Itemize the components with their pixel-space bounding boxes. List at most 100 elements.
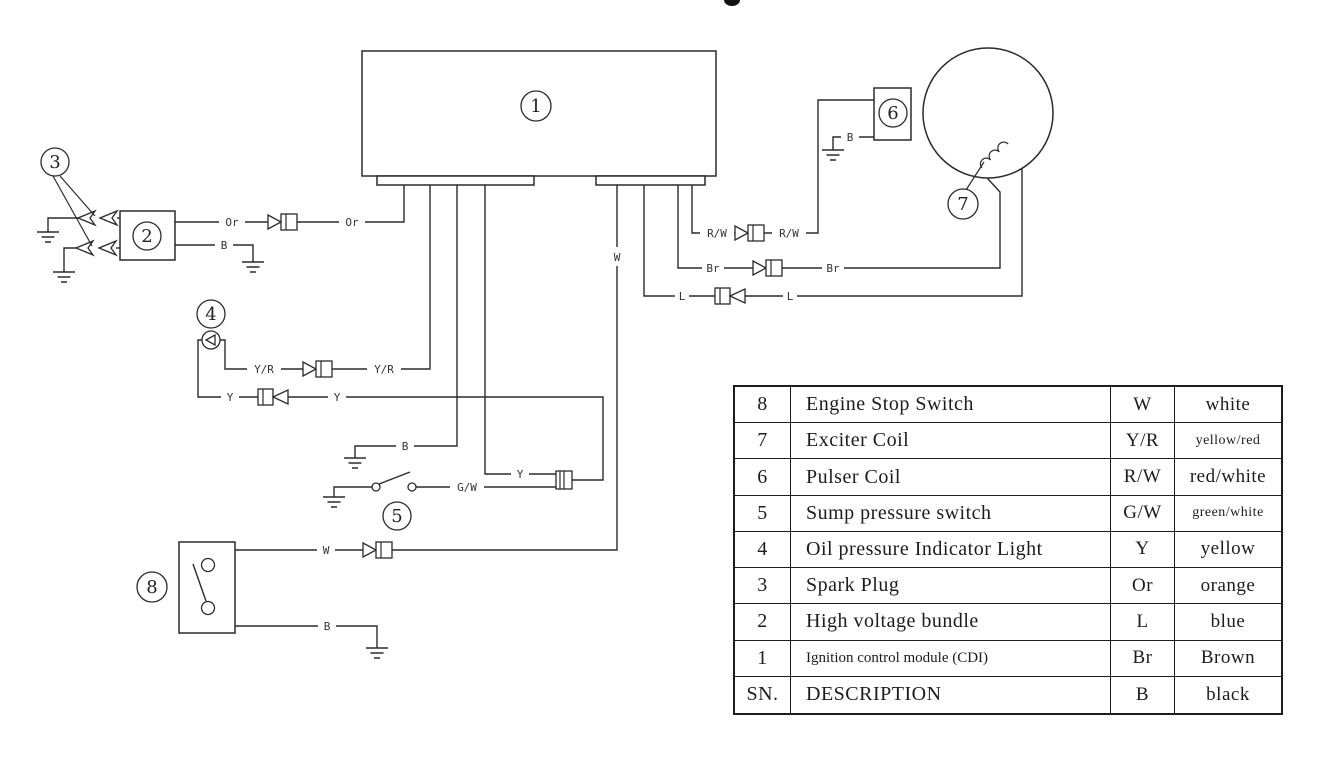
callout-3-pointers [52,175,96,247]
wire-label: G/W [457,481,477,494]
svg-text:3: 3 [49,152,60,173]
legend-description: Ignition control module (CDI) [791,640,1111,676]
bullet-connector-icon [362,541,393,559]
wire-b-cdi [354,185,458,458]
legend-sn: 1 [735,640,791,676]
switch-terminal [200,600,216,616]
callout-4: 4 [196,299,226,329]
wire-label: R/W [779,227,799,240]
legend-sn: 5 [735,495,791,531]
switch-blade [192,563,207,602]
spark-plug-arrow-icon [76,209,97,227]
wire-spark-1 [47,217,78,232]
legend-code: B [1111,676,1175,713]
bullet-connector-icon [752,259,783,277]
legend-row: 8 Engine Stop Switch W white [735,387,1281,424]
legend-sn: 4 [735,531,791,568]
junction-connector-icon [555,470,573,490]
callout-7: 7 [947,188,979,220]
legend-description: Exciter Coil [791,423,1111,459]
bullet-connector-icon [734,224,765,242]
legend-code: Y/R [1111,423,1175,459]
spark-plug-arrow-icon [97,239,118,257]
legend-code: Or [1111,568,1175,604]
wire-label: W [323,544,330,557]
wire-label: L [787,290,794,303]
legend-row: SN. DESCRIPTION B black [735,676,1281,713]
callout-7-pointer [965,161,985,191]
legend-color: white [1205,393,1251,415]
legend-description: DESCRIPTION [791,676,1111,713]
legend-table: 8 Engine Stop Switch W white 7 Exciter C… [733,385,1283,715]
wire-label: Y [227,391,234,404]
ground-icon [53,271,75,283]
wire-label: Or [225,216,239,229]
legend-color: green/white [1192,505,1264,521]
callout-6: 6 [878,98,908,128]
ground-icon [242,261,264,273]
bullet-connector-icon [267,213,298,231]
wire-labels: Or Or B Y/R Y/R Y Y Y B G/W W W B R/W R/… [215,129,859,634]
spark-plug-arrow-icons [74,209,119,257]
legend-code: Br [1111,640,1175,676]
wire-label: R/W [707,227,727,240]
wire-label: Y/R [254,363,274,376]
flywheel-exciter-coil [922,47,1054,191]
oil-pressure-lamp-icon [201,330,221,350]
wire-label: B [402,440,409,453]
wire-label: B [847,131,854,144]
svg-text:8: 8 [146,577,157,598]
wire-label: Y/R [374,363,394,376]
legend-row: 2 High voltage bundle L blue [735,604,1281,641]
callouts: 1 2 3 4 5 6 7 8 [40,90,979,603]
wire-y-cdi [484,185,556,475]
bullet-connector-icon [302,360,333,378]
wire-label: Or [345,216,359,229]
legend-color: Brown [1200,647,1256,669]
legend-code: L [1111,604,1175,640]
legend-row: 5 Sump pressure switch G/W green/white [735,495,1281,532]
legend-row: 3 Spark Plug Or orange [735,568,1281,605]
wire-gw [333,486,556,497]
legend-code: Y [1111,531,1175,568]
callout-8: 8 [136,571,168,603]
bullet-connector-icon [714,287,746,305]
switch-blade [378,471,411,485]
svg-text:4: 4 [205,304,216,325]
wire-label: Br [826,262,840,275]
wire-or [175,185,405,223]
wire-label: L [679,290,686,303]
legend-row: 1 Ignition control module (CDI) Br Brown [735,640,1281,677]
svg-text:1: 1 [530,96,541,117]
sump-pressure-switch [371,471,417,492]
callout-2: 2 [132,221,162,251]
engine-stop-switch-box [178,541,236,634]
svg-text:6: 6 [887,103,898,124]
legend-color: red/white [1189,466,1267,488]
wire-rw [691,99,874,234]
wire-b-pulser [832,136,874,150]
callout-1: 1 [520,90,552,122]
wire-label: B [221,239,228,252]
legend-color: black [1206,683,1250,705]
legend-color: blue [1210,610,1246,632]
svg-text:2: 2 [141,226,152,247]
wire-label: Y [517,468,524,481]
legend-description: Oil pressure Indicator Light [791,531,1111,568]
legend-description: High voltage bundle [791,604,1111,640]
cdi-connector-block-left [376,175,535,186]
legend-code: R/W [1111,459,1175,495]
legend-code: W [1111,387,1175,423]
cropped-title-fragment [724,0,740,6]
exciter-coil-icon [979,141,1009,169]
legend-sn: 6 [735,459,791,495]
legend-row: 4 Oil pressure Indicator Light Y yellow [735,531,1281,569]
ground-icons [37,149,844,659]
spark-plug-arrow-icon [74,239,95,257]
cdi-connector-block-right [595,175,706,186]
legend-sn: SN. [735,676,791,713]
wire-yr [220,185,431,370]
flywheel-circle [922,47,1054,179]
